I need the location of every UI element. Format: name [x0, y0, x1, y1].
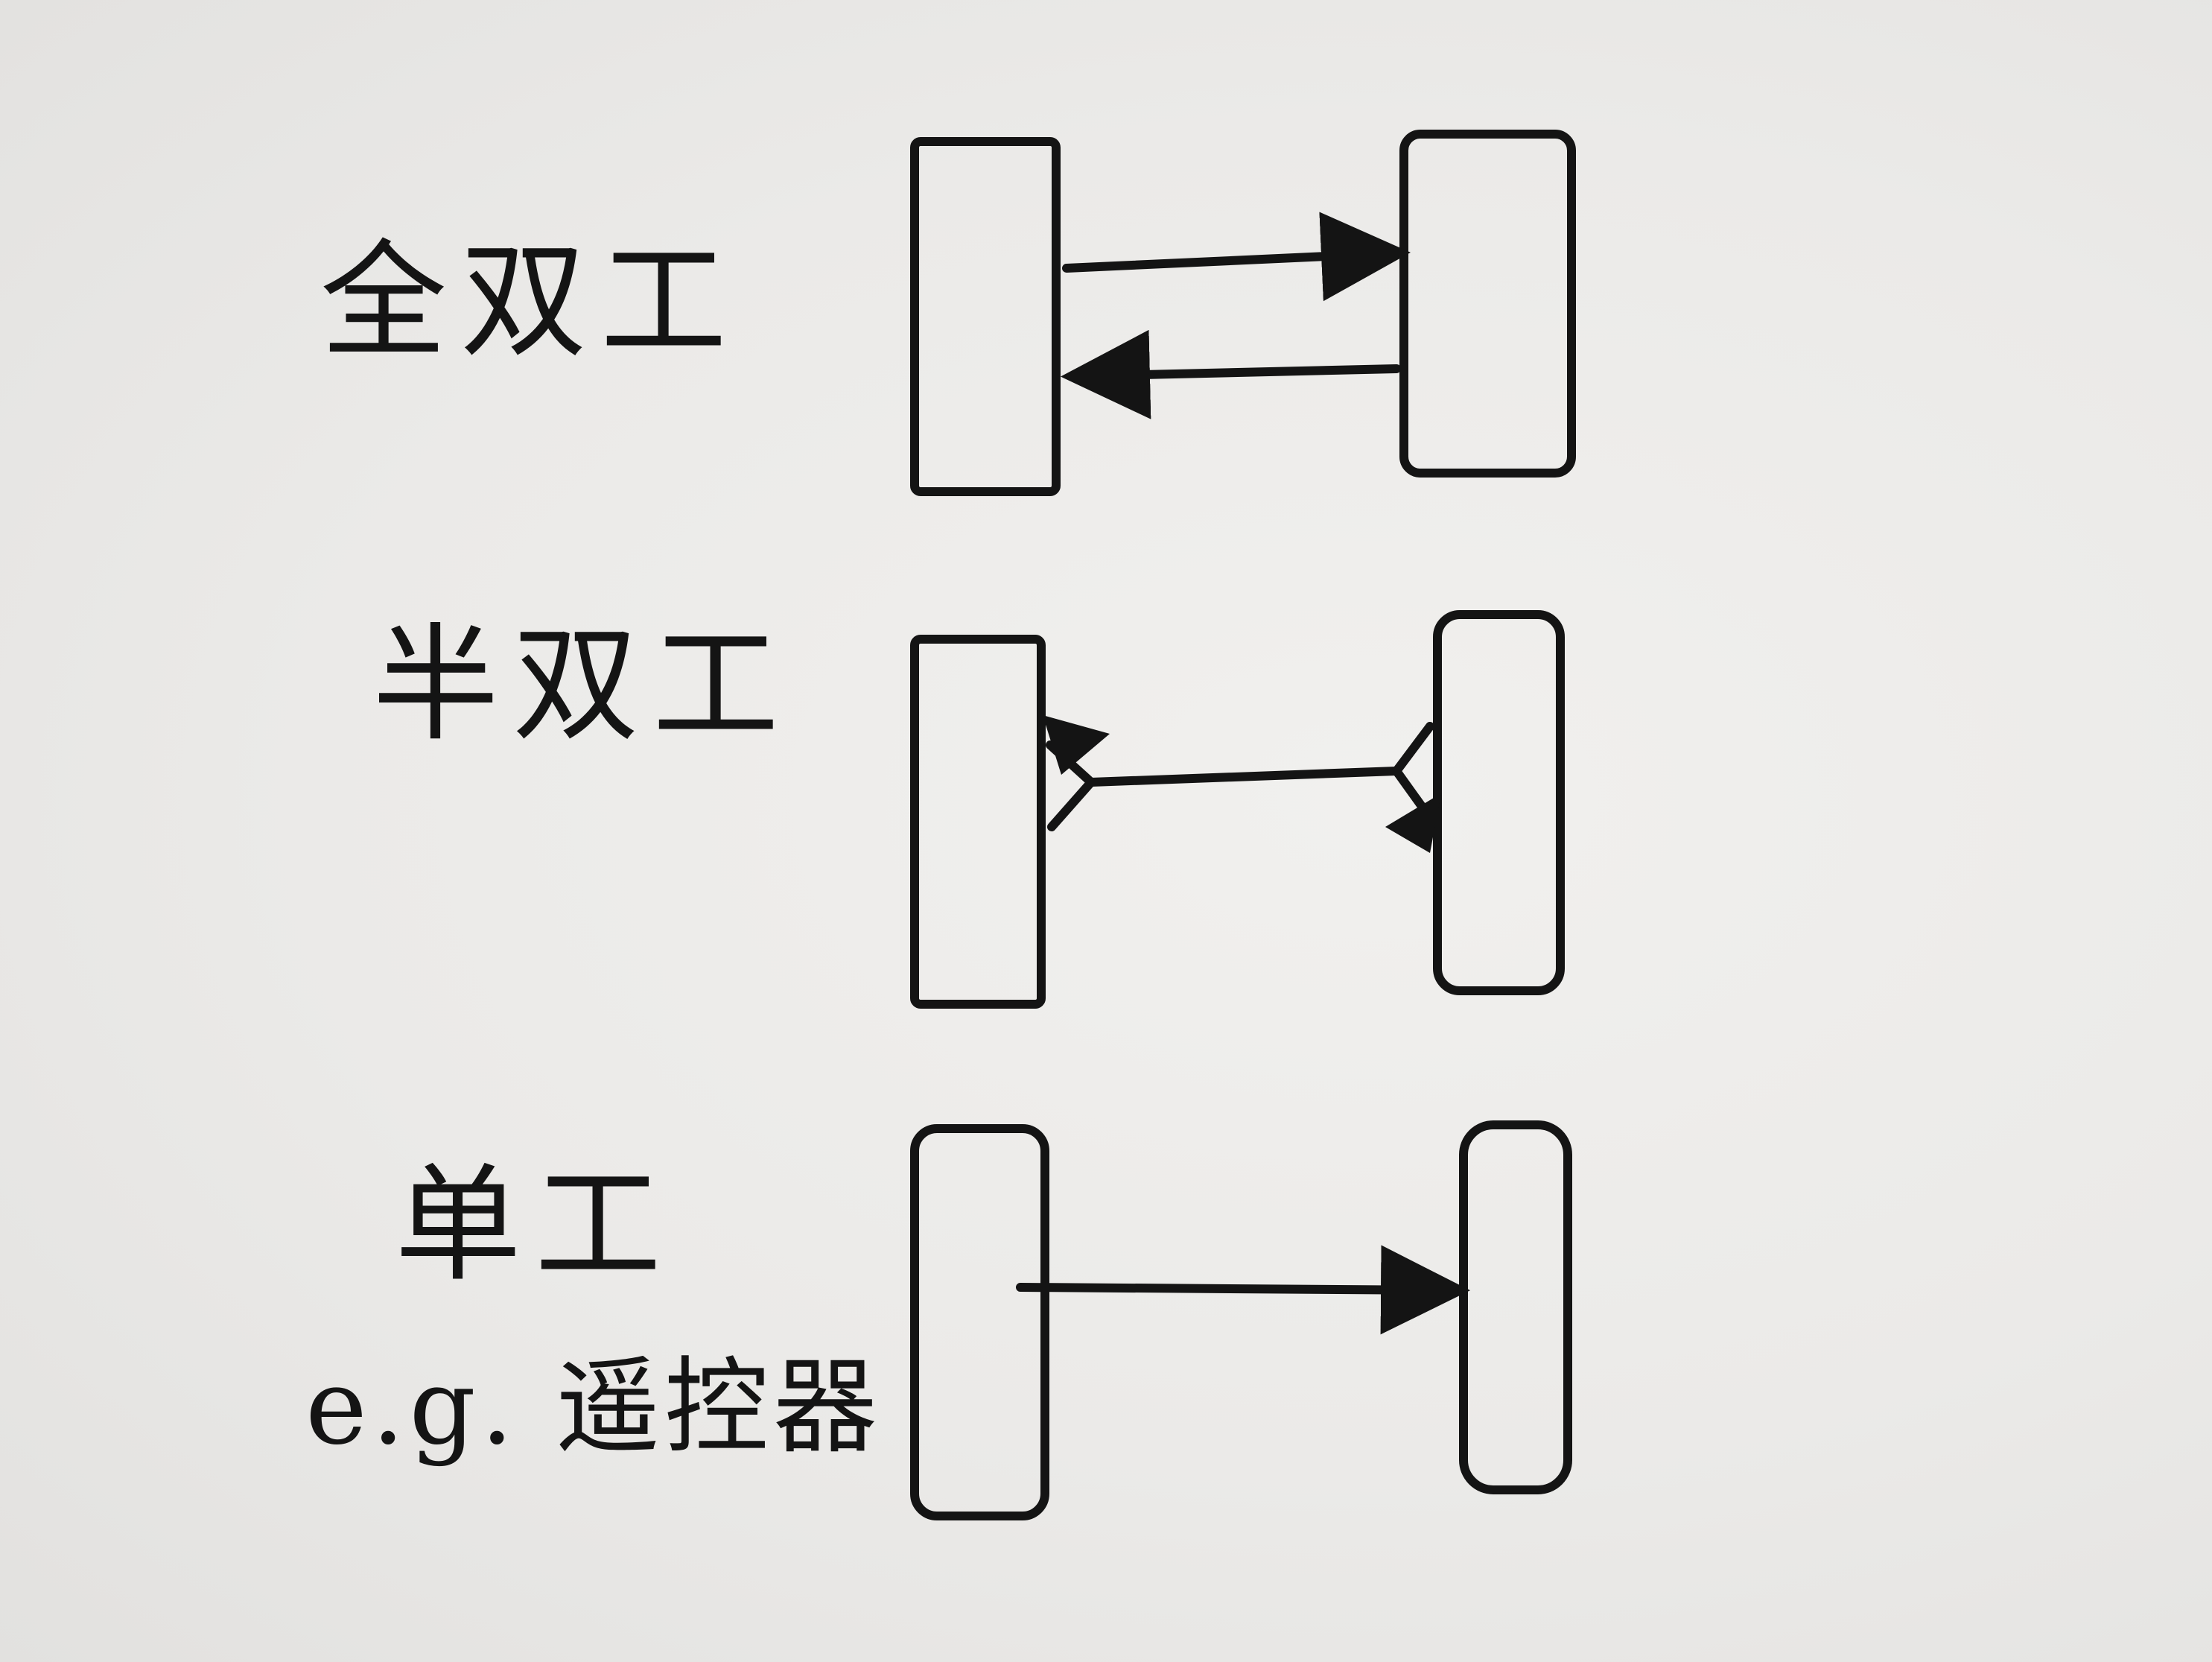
full-duplex-arrow-left — [1061, 329, 1401, 419]
simplex-arrow-right — [1016, 1245, 1470, 1335]
half-duplex-label: 半双工 — [372, 612, 793, 759]
half-duplex-arrowheads — [1043, 715, 1441, 853]
half-duplex-group — [910, 610, 1565, 1009]
half-duplex-right-fork — [1392, 722, 1434, 820]
half-duplex-arrowhead-left — [1043, 715, 1110, 775]
full-duplex-arrow-right — [1062, 212, 1411, 302]
half-duplex-right-box — [1433, 610, 1565, 995]
full-duplex-left-box — [910, 137, 1061, 496]
simplex-label: 单工 — [395, 1152, 676, 1299]
simplex-group — [910, 1120, 1572, 1520]
full-duplex-right-box — [1399, 130, 1576, 478]
simplex-example-note: e.g. 遥控器 — [305, 1347, 882, 1468]
simplex-left-box — [910, 1124, 1049, 1520]
half-duplex-shared-line — [1087, 767, 1401, 787]
simplex-right-box — [1459, 1120, 1572, 1494]
full-duplex-group — [910, 130, 1576, 496]
half-duplex-left-box — [910, 635, 1046, 1009]
half-duplex-arrowhead-right — [1385, 793, 1441, 853]
full-duplex-label: 全双工 — [320, 228, 741, 375]
